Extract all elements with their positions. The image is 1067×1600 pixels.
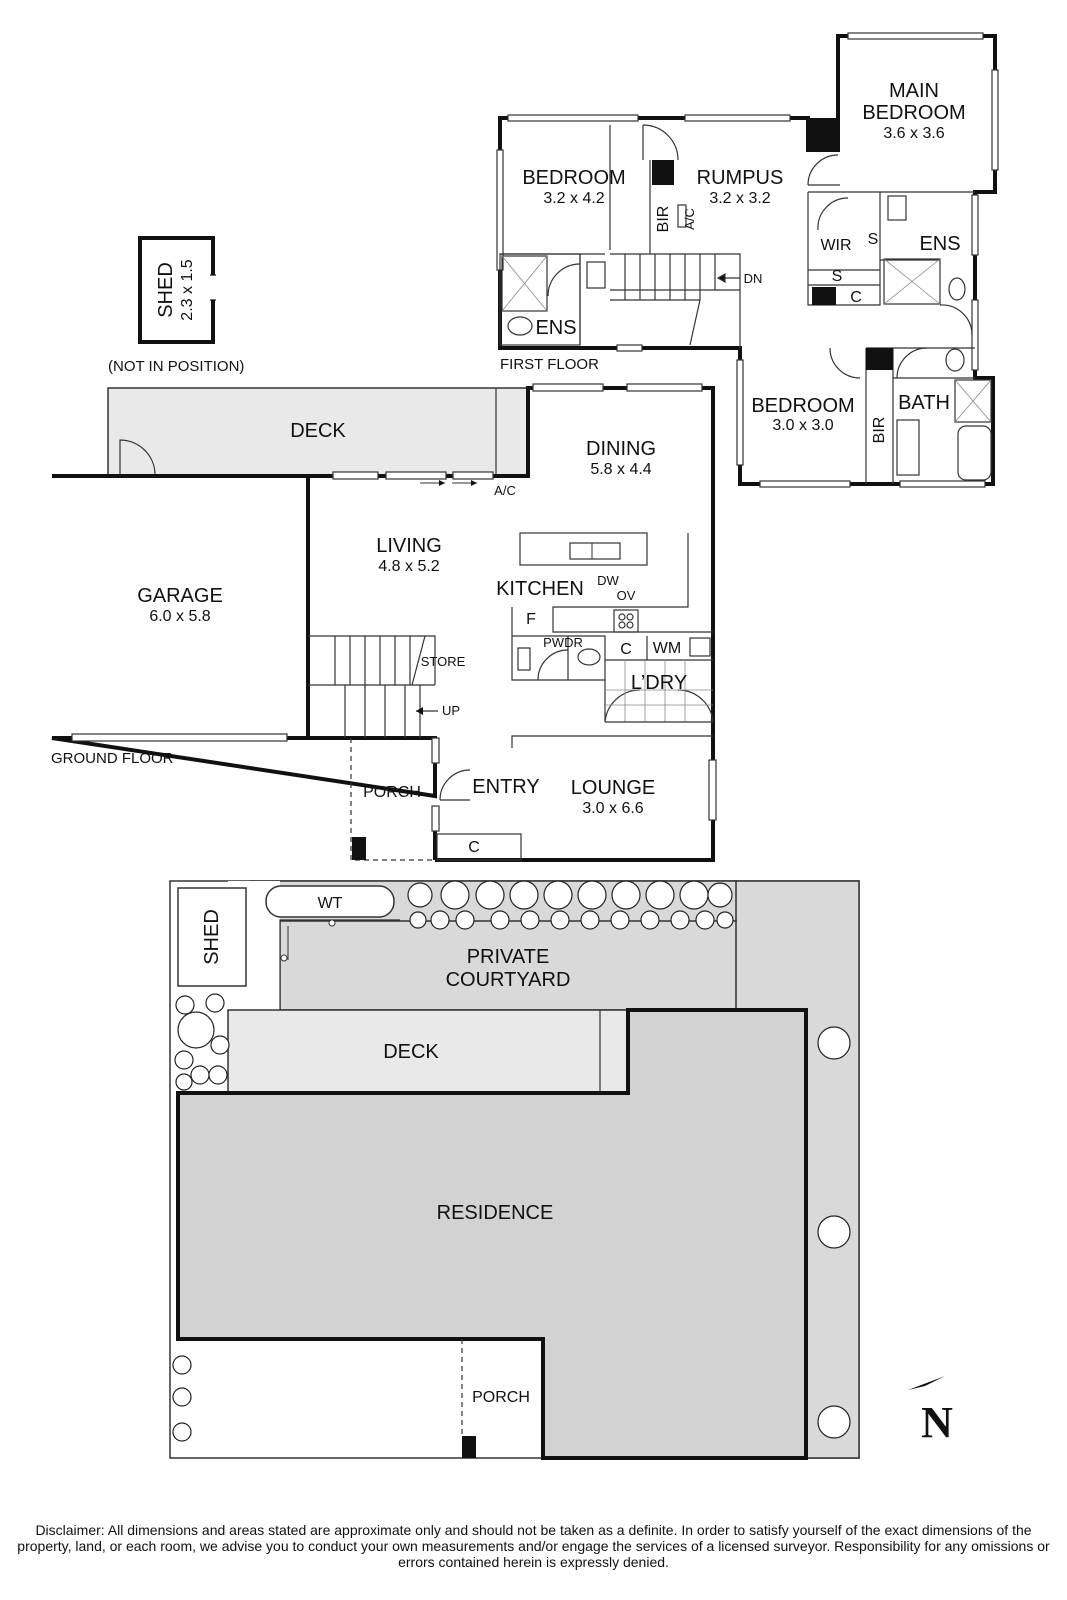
entry-name: ENTRY xyxy=(472,776,539,798)
bath-label: BATH xyxy=(898,392,950,414)
kitchen-name: KITCHEN xyxy=(496,578,584,600)
ground-floor-plan: DECK A/C KITCHEN DW OV F xyxy=(51,383,717,862)
courtyard-line-2: COURTYARD xyxy=(446,969,571,991)
dishwasher-label: DW xyxy=(597,573,619,588)
site-shed-label: SHED xyxy=(201,909,223,965)
washing-machine-label: WM xyxy=(653,640,681,657)
cupboard-c-entry: C xyxy=(468,839,480,856)
residence-label: RESIDENCE xyxy=(437,1202,554,1224)
disclaimer-text: Disclaimer: All dimensions and areas sta… xyxy=(17,1522,1050,1570)
ground-deck-label: DECK xyxy=(290,420,346,442)
bir-bed2: BIR xyxy=(655,206,672,233)
bedroom-3-size: 3.0 x 3.0 xyxy=(772,417,833,434)
porch-name: PORCH xyxy=(363,784,421,801)
site-porch-label: PORCH xyxy=(472,1389,530,1406)
site-deck-label: DECK xyxy=(383,1041,439,1063)
cupboard-c-kitchen: C xyxy=(620,641,632,658)
lounge-size: 3.0 x 6.6 xyxy=(582,800,643,817)
dining-size: 5.8 x 4.4 xyxy=(590,461,651,478)
site-plan: WT SHED PRIVATE COURTYARD DECK RESIDENCE… xyxy=(169,880,860,1460)
shed-note: (NOT IN POSITION) xyxy=(108,358,244,375)
lounge-name: LOUNGE xyxy=(571,777,655,799)
main-bedroom-name-2: BEDROOM xyxy=(862,102,965,124)
first-floor-caption: FIRST FLOOR xyxy=(500,356,599,373)
wir-cupboard-c: C xyxy=(850,289,862,306)
north-label: N xyxy=(921,1398,953,1447)
garage-size: 6.0 x 5.8 xyxy=(149,608,210,625)
ensuite-1-label: ENS xyxy=(535,317,576,339)
powder-room-label: PWDR xyxy=(543,635,583,650)
wir-shelf-s-2: S xyxy=(832,268,843,285)
shed-plan: SHED 2.3 x 1.5 (NOT IN POSITION) xyxy=(108,236,244,375)
first-floor-plan: ENS WIR S S C ENS BATH BIR BIR A/C DN BE… xyxy=(496,32,999,488)
fridge-label: F xyxy=(526,611,536,628)
shed-name: SHED xyxy=(155,262,177,318)
rumpus-size: 3.2 x 3.2 xyxy=(709,190,770,207)
stairs-dn: DN xyxy=(744,271,763,286)
hedge-trees xyxy=(172,880,851,1442)
living-name: LIVING xyxy=(376,535,442,557)
water-tank-label: WT xyxy=(318,895,343,912)
north-arrow-icon: N xyxy=(908,1376,953,1447)
main-bedroom-size: 3.6 x 3.6 xyxy=(883,125,944,142)
main-bedroom-name-1: MAIN xyxy=(889,80,939,102)
bedroom-3-name: BEDROOM xyxy=(751,395,854,417)
garage-name: GARAGE xyxy=(137,585,223,607)
ground-floor-caption: GROUND FLOOR xyxy=(51,750,174,767)
shed-size: 2.3 x 1.5 xyxy=(179,259,196,320)
bir-bed3: BIR xyxy=(871,417,888,444)
wir-label: WIR xyxy=(820,237,851,254)
stairs-up: UP xyxy=(442,703,460,718)
wir-shelf-s-1: S xyxy=(868,231,879,248)
courtyard-line-1: PRIVATE xyxy=(467,946,550,968)
living-size: 4.8 x 5.2 xyxy=(378,558,439,575)
bedroom-2-size: 3.2 x 4.2 xyxy=(543,190,604,207)
oven-label: OV xyxy=(617,588,636,603)
rumpus-name: RUMPUS xyxy=(697,167,784,189)
ac-ground-floor: A/C xyxy=(494,483,516,498)
laundry-label: L’DRY xyxy=(631,672,687,694)
bedroom-2-name: BEDROOM xyxy=(522,167,625,189)
store-label: STORE xyxy=(421,654,466,669)
ensuite-main-label: ENS xyxy=(919,233,960,255)
dining-name: DINING xyxy=(586,438,656,460)
